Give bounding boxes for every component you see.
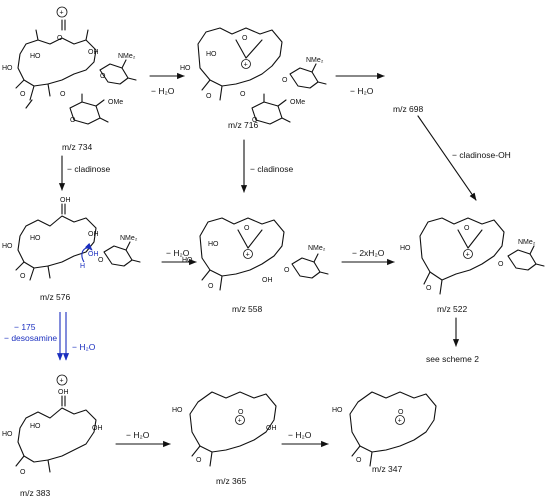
svg-text:NMe₂: NMe₂ <box>120 235 138 242</box>
svg-text:OH: OH <box>88 49 99 56</box>
molecule-716: O + HO HO O O NMe₂ O OMe O m/z 716 <box>180 27 327 130</box>
compound-label-698: m/z 698 <box>393 104 424 114</box>
svg-text:HO: HO <box>30 53 41 60</box>
svg-text:+: + <box>246 252 250 259</box>
svg-text:O: O <box>356 457 362 464</box>
step-label: − cladinose-OH <box>452 150 511 160</box>
svg-text:H: H <box>80 263 85 270</box>
svg-text:O: O <box>244 225 250 232</box>
step-label: − H₂O <box>126 430 150 440</box>
svg-text:O: O <box>98 257 104 264</box>
svg-text:O: O <box>20 273 26 280</box>
svg-text:O: O <box>498 261 504 268</box>
svg-text:O: O <box>282 77 288 84</box>
svg-text:OH: OH <box>262 277 273 284</box>
svg-text:HO: HO <box>180 65 191 72</box>
svg-text:HO: HO <box>208 241 219 248</box>
svg-text:O: O <box>398 409 404 416</box>
molecule-734: + O OH HO HO O O NMe₂ O OMe O m/z 734 <box>2 6 137 152</box>
svg-text:O: O <box>252 117 258 124</box>
svg-text:+: + <box>60 378 64 385</box>
svg-text:OH: OH <box>88 251 99 258</box>
step-label: − cladinose <box>250 164 294 174</box>
step-label-blue: − desosamine <box>4 333 57 343</box>
charge-icon <box>56 6 68 18</box>
svg-text:HO: HO <box>172 407 183 414</box>
svg-text:HO: HO <box>2 243 13 250</box>
svg-text:OH: OH <box>88 231 99 238</box>
compound-label: m/z 365 <box>216 476 247 486</box>
svg-text:+: + <box>244 62 248 69</box>
svg-text:+: + <box>238 418 242 425</box>
compound-label: m/z 734 <box>62 142 93 152</box>
compound-label: m/z 716 <box>228 120 259 130</box>
svg-text:NMe₂: NMe₂ <box>308 245 326 252</box>
svg-text:NMe₂: NMe₂ <box>518 239 536 246</box>
step-label-blue: − H₂O <box>72 342 96 352</box>
step-label: − H₂O <box>350 86 374 96</box>
svg-text:O: O <box>464 225 470 232</box>
step-label-blue: − 175 <box>14 322 36 332</box>
see-scheme-link: see scheme 2 <box>426 354 479 364</box>
svg-text:NMe₂: NMe₂ <box>306 57 324 64</box>
svg-text:OH: OH <box>60 197 71 204</box>
svg-text:NMe₂: NMe₂ <box>118 53 136 60</box>
svg-text:O: O <box>100 73 106 80</box>
molecule-347: O + HO O m/z 347 <box>332 391 437 474</box>
step-label: − H₂O <box>151 86 175 96</box>
compound-label: m/z 347 <box>372 464 403 474</box>
svg-text:HO: HO <box>30 423 41 430</box>
svg-text:O: O <box>242 35 248 42</box>
svg-text:O: O <box>20 469 26 476</box>
svg-text:O: O <box>284 267 290 274</box>
svg-text:HO: HO <box>2 65 13 72</box>
molecule-365: O + HO OH O m/z 365 <box>172 391 277 486</box>
svg-text:O: O <box>208 283 214 290</box>
svg-text:OH: OH <box>92 425 103 432</box>
svg-text:HO: HO <box>30 235 41 242</box>
svg-text:O: O <box>70 117 76 124</box>
svg-text:O: O <box>240 91 246 98</box>
svg-text:HO: HO <box>182 257 193 264</box>
arrow-698-522 <box>417 115 477 201</box>
compound-label: m/z 558 <box>232 304 263 314</box>
plus-glyph: + <box>60 10 64 17</box>
molecule-383: + OH OH HO HO O m/z 383 <box>2 374 103 498</box>
svg-text:O: O <box>206 93 212 100</box>
svg-text:O: O <box>196 457 202 464</box>
step-label: − 2xH₂O <box>352 248 385 258</box>
svg-text:O: O <box>426 285 432 292</box>
svg-text:+: + <box>398 418 402 425</box>
molecule-522: O + HO O NMe₂ O m/z 522 <box>400 217 545 314</box>
step-label: − H₂O <box>288 430 312 440</box>
svg-text:HO: HO <box>2 431 13 438</box>
svg-text:O: O <box>60 91 66 98</box>
svg-text:HO: HO <box>332 407 343 414</box>
svg-text:OH: OH <box>58 389 69 396</box>
compound-label: m/z 383 <box>20 488 51 498</box>
svg-text:OMe: OMe <box>108 99 123 106</box>
svg-text:O: O <box>238 409 244 416</box>
step-label: − H₂O <box>166 248 190 258</box>
molecule-558: O + HO HO O OH NMe₂ O m/z 558 <box>182 217 329 314</box>
svg-text:+: + <box>466 252 470 259</box>
compound-label: m/z 522 <box>437 304 468 314</box>
svg-text:HO: HO <box>400 245 411 252</box>
compound-label: m/z 576 <box>40 292 71 302</box>
step-label: − cladinose <box>67 164 111 174</box>
molecule-576: OH OH HO HO O NMe₂ O H OH m/z 576 <box>2 197 141 302</box>
svg-text:O: O <box>20 91 26 98</box>
svg-text:OMe: OMe <box>290 99 305 106</box>
svg-text:OH: OH <box>266 425 277 432</box>
svg-text:HO: HO <box>206 51 217 58</box>
